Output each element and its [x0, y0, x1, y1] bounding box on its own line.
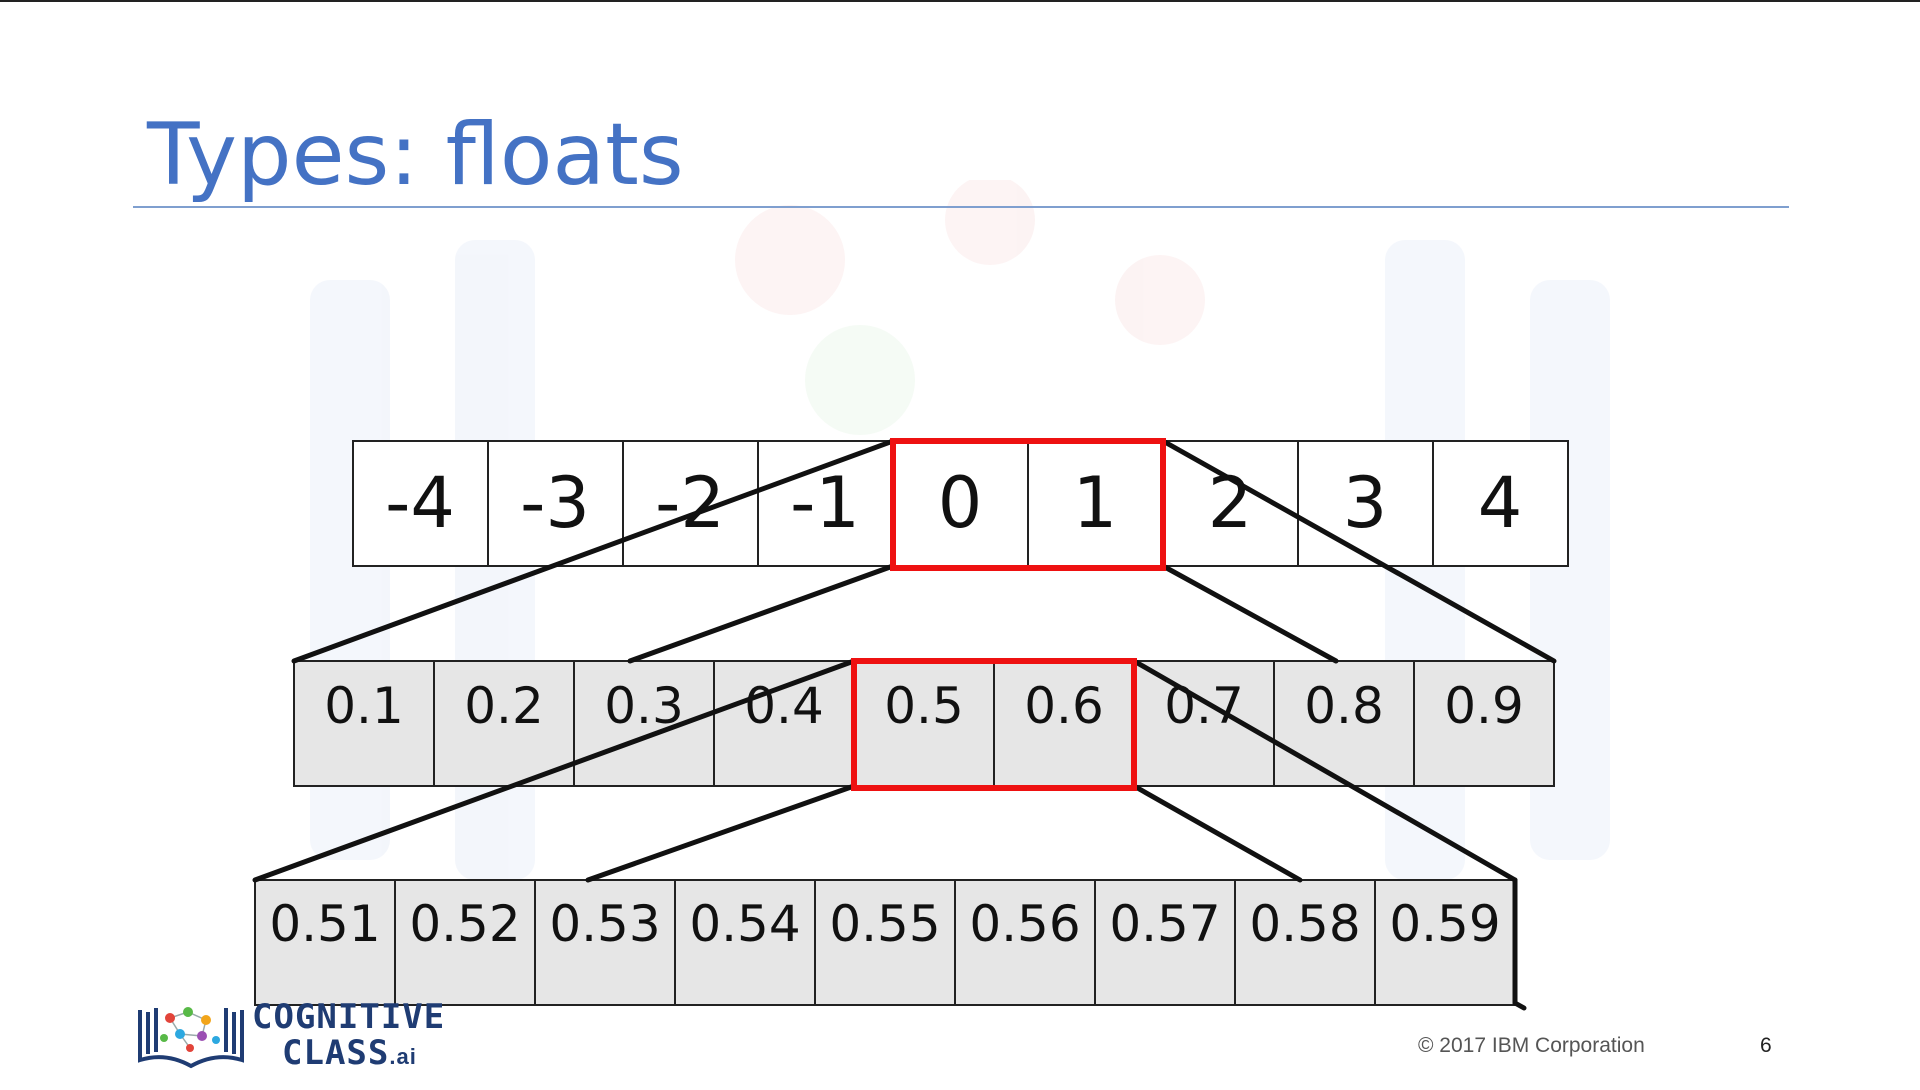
cell-row1-5: [1027, 440, 1164, 567]
cell-row2-1: [433, 660, 575, 787]
logo-line2: CLASS.ai: [282, 1036, 445, 1070]
zoom-line: [585, 783, 857, 883]
slide-title: Types: floats: [147, 105, 684, 205]
cell-label: 0.8: [1304, 677, 1384, 735]
cell-label: 3: [1343, 462, 1388, 544]
cell-row2-4: [853, 660, 995, 787]
cell-row1-0: [352, 440, 489, 567]
row-tenths: 0.1 0.2 0.3 0.4 0.5 0.6 0.7 0.8 0.9: [293, 660, 1555, 787]
cell-row2-7: [1273, 660, 1415, 787]
cell-row2-0: [293, 660, 435, 787]
cell-row1-1: [487, 440, 624, 567]
cell-label: 0.9: [1444, 677, 1524, 735]
logo-class: CLASS: [282, 1033, 390, 1073]
zoom-line: [1160, 438, 1557, 664]
cell-row2-2: [573, 660, 715, 787]
title-underline: [133, 206, 1789, 208]
cell-label: -4: [385, 462, 455, 544]
zoom-line: [1131, 658, 1518, 883]
cell-label: 0.56: [969, 895, 1080, 953]
cell-label: 0.6: [1024, 677, 1104, 735]
copyright-notice: © 2017 IBM Corporation: [1418, 1034, 1645, 1057]
cell-label: 0.59: [1389, 895, 1500, 953]
logo-line1: COGNITIVE: [252, 997, 446, 1037]
row-integers: -4 -3 -2 -1 0 1 2 3 4: [352, 440, 1569, 567]
cell-row3-6: [1094, 879, 1236, 1006]
zoom-line: [1512, 1000, 1527, 1011]
cell-label: 0.54: [689, 895, 800, 953]
book-network-icon: [138, 1007, 244, 1069]
cell-row2-8: [1413, 660, 1555, 787]
page-number: 6: [1760, 1034, 1772, 1057]
cell-label: 0.51: [269, 895, 380, 953]
cell-row2-6: [1133, 660, 1275, 787]
cell-label: 1: [1073, 462, 1118, 544]
zoom-line: [627, 563, 896, 664]
cell-row1-8: [1432, 440, 1569, 567]
cell-label: 0.3: [604, 677, 684, 735]
cell-row3-1: [394, 879, 536, 1006]
cell-row2-3: [713, 660, 855, 787]
highlight-box-tenths: [851, 658, 1137, 791]
cell-label: 0.53: [549, 895, 660, 953]
zoom-line: [1131, 783, 1303, 883]
cell-label: 0.5: [884, 677, 964, 735]
logo-wordmark: COGNITIVE CLASS.ai: [252, 1000, 445, 1070]
cell-label: 0.58: [1249, 895, 1360, 953]
row-hundredths: 0.51 0.52 0.53 0.54 0.55 0.56 0.57 0.58 …: [254, 879, 1516, 1006]
cell-label: 0.55: [829, 895, 940, 953]
cell-row3-4: [814, 879, 956, 1006]
cell-label: 0: [938, 462, 983, 544]
cell-label: 2: [1208, 462, 1253, 544]
cell-label: 4: [1478, 462, 1523, 544]
cell-label: 0.1: [324, 677, 404, 735]
cell-row3-5: [954, 879, 1096, 1006]
top-border: [0, 0, 1920, 2]
cell-label: -3: [520, 462, 590, 544]
cell-row1-7: [1297, 440, 1434, 567]
highlight-box-integers: [890, 438, 1166, 571]
cell-label: 0.2: [464, 677, 544, 735]
cell-label: 0.52: [409, 895, 520, 953]
cell-label: -2: [655, 462, 725, 544]
cell-row3-8: [1374, 879, 1516, 1006]
cell-row1-2: [622, 440, 759, 567]
zoom-line: [252, 658, 857, 883]
zoom-lines: [252, 438, 1557, 1011]
zoom-line: [1160, 563, 1339, 664]
cell-label: 0.57: [1109, 895, 1220, 953]
cognitive-class-logo: COGNITIVE CLASS.ai: [136, 1000, 444, 1074]
cell-row3-0: [254, 879, 396, 1006]
zoom-line: [291, 438, 896, 664]
logo-suffix: .ai: [389, 1044, 417, 1069]
